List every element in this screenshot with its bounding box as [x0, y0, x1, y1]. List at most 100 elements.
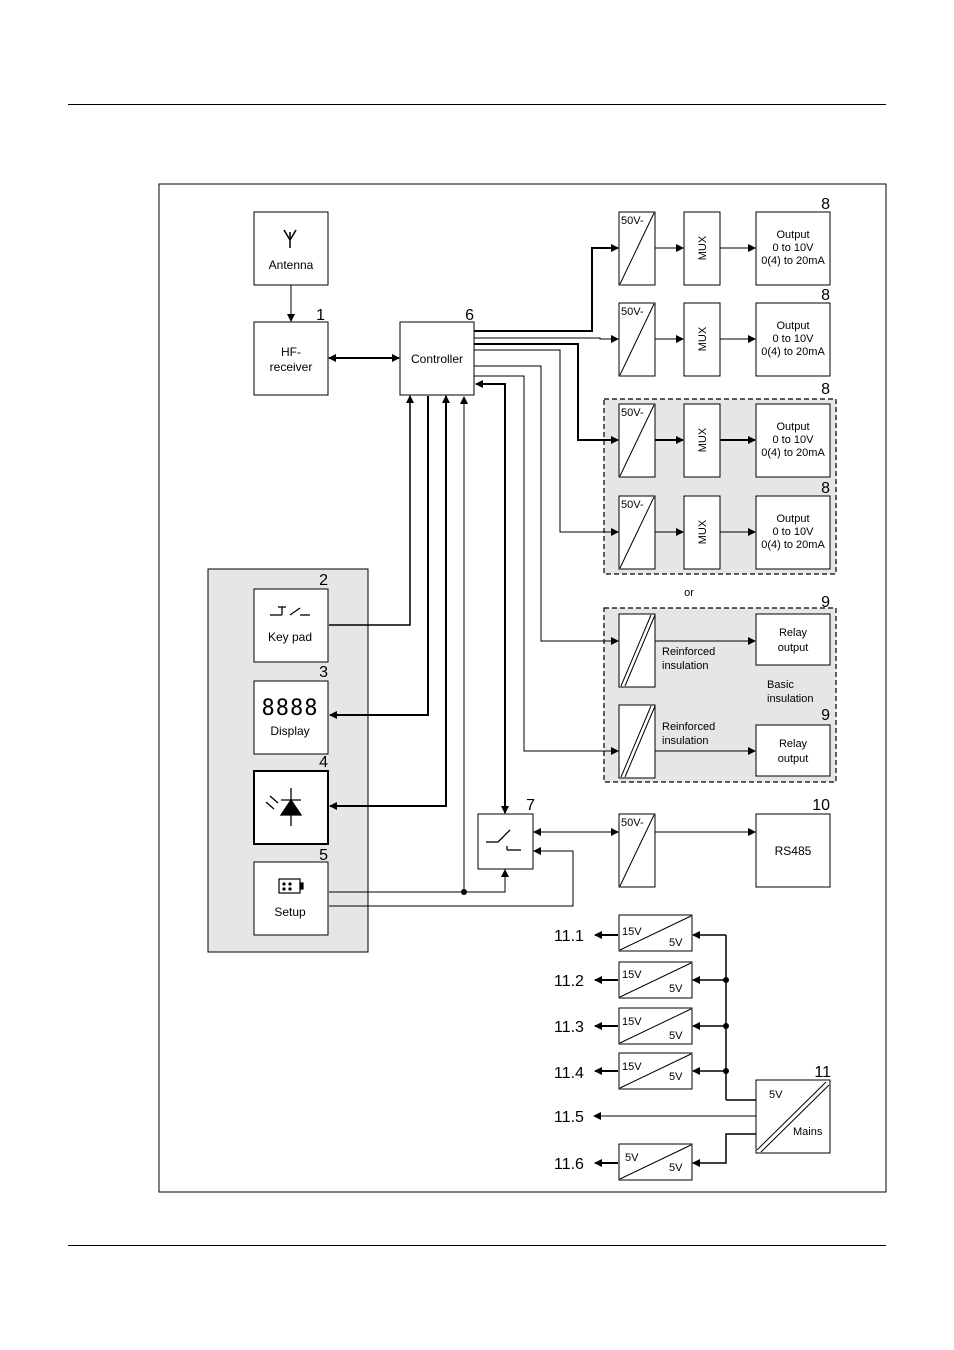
- mains-voltage-label: 5V: [769, 1089, 783, 1101]
- output-label-2: 0 to 10V: [773, 242, 815, 254]
- infrared-interface-block: 4: [253, 754, 329, 845]
- supply-11-2: 15V 5V 11.2: [554, 961, 693, 999]
- controller-label: Controller: [411, 352, 463, 366]
- converter-label: 50V-: [621, 407, 644, 419]
- antenna-block: Antenna: [253, 211, 329, 286]
- number-9: 9: [821, 594, 830, 611]
- voltage-out-label: 5V: [669, 1071, 683, 1083]
- keypad-icon: [270, 606, 310, 616]
- number-11-4: 11.4: [554, 1065, 584, 1082]
- output-label-2: 0 to 10V: [773, 333, 815, 345]
- power-supply-section: 15V 5V 11.1 15V 5V 11.2 15V 5V 11.3 15V …: [554, 914, 831, 1181]
- controller-output-wiring: [474, 244, 619, 755]
- mux-label: MUX: [697, 235, 709, 260]
- setup-label: Setup: [274, 905, 306, 919]
- number-8: 8: [821, 381, 830, 398]
- number-3: 3: [319, 664, 328, 681]
- output-label-2: 0 to 10V: [773, 526, 815, 538]
- supply-11-6: 5V 5V 11.6: [554, 1143, 693, 1181]
- interface-switch-block: 7: [477, 797, 535, 870]
- number-10: 10: [812, 797, 830, 814]
- basic-insulation-label-2: insulation: [767, 693, 813, 705]
- number-8: 8: [821, 480, 830, 497]
- voltage-out-label: 5V: [669, 983, 683, 995]
- voltage-in-label: 15V: [622, 1016, 642, 1028]
- reinforced-label-1: Reinforced: [662, 721, 715, 733]
- voltage-in-label: 15V: [622, 926, 642, 938]
- number-2: 2: [319, 572, 328, 589]
- voltage-in-label: 15V: [622, 969, 642, 981]
- output-channel-2: 50V- MUX Output 0 to 10V 0(4) to 20mA 8: [618, 287, 831, 377]
- mains-supply-block: 5V Mains 11: [755, 1064, 831, 1154]
- voltage-out-label: 5V: [669, 1030, 683, 1042]
- supply-11-4: 15V 5V 11.4: [554, 1052, 693, 1090]
- header-rule: [68, 104, 886, 105]
- number-9: 9: [821, 707, 830, 724]
- hf-receiver-label-1: HF-: [281, 345, 301, 359]
- voltage-in-label: 15V: [622, 1061, 642, 1073]
- number-6: 6: [465, 307, 474, 324]
- mux-label: MUX: [697, 326, 709, 351]
- junction-dot: [723, 977, 729, 983]
- basic-insulation-label-1: Basic: [767, 679, 794, 691]
- number-11-5: 11.5: [554, 1109, 584, 1126]
- output-label-1: Output: [776, 421, 809, 433]
- number-11-3: 11.3: [554, 1019, 584, 1036]
- output-channel-3: 50V- MUX Output 0 to 10V 0(4) to 20mA 8: [618, 381, 831, 478]
- voltage-out-label: 5V: [669, 1162, 683, 1174]
- converter-label: 50V-: [621, 499, 644, 511]
- mux-label: MUX: [697, 519, 709, 544]
- number-11-1: 11.1: [554, 928, 584, 945]
- controller-block: Controller 6: [399, 307, 475, 396]
- output-label-1: Output: [776, 513, 809, 525]
- relay-channel-2: Reinforced insulation Relay output 9: [618, 704, 831, 779]
- seven-segment-icon: 8888: [262, 696, 319, 721]
- number-4: 4: [319, 754, 328, 771]
- number-11: 11: [814, 1064, 831, 1081]
- number-11-6: 11.6: [554, 1156, 584, 1173]
- number-1: 1: [316, 307, 325, 324]
- junction-dot: [461, 889, 467, 895]
- mains-label: Mains: [793, 1126, 823, 1138]
- number-11-2: 11.2: [554, 973, 584, 990]
- converter-label: 50V-: [621, 215, 644, 227]
- converter-label: 50V-: [621, 306, 644, 318]
- keypad-block: Key pad 2: [253, 572, 329, 663]
- relay-label-1: Relay: [779, 627, 808, 639]
- output-channel-1: 50V- MUX Output 0 to 10V 0(4) to 20mA 8: [618, 196, 831, 286]
- relay-channel-1: Reinforced insulation Relay output 9: [618, 594, 831, 688]
- rs485-channel: 50V- RS485 10: [618, 797, 831, 888]
- footer-rule: [68, 1245, 886, 1246]
- output-label-3: 0(4) to 20mA: [761, 255, 825, 267]
- or-label: or: [684, 587, 694, 599]
- keypad-label: Key pad: [268, 630, 312, 644]
- controller-panel-wiring: [329, 380, 574, 907]
- output-label-1: Output: [776, 320, 809, 332]
- voltage-in-label: 5V: [625, 1152, 639, 1164]
- number-7: 7: [526, 797, 535, 814]
- reinforced-label-1: Reinforced: [662, 646, 715, 658]
- display-label: Display: [270, 724, 309, 738]
- switch-icon: [486, 829, 521, 851]
- hf-receiver-block: HF- receiver 1: [253, 307, 329, 396]
- setup-connector-icon: [278, 878, 304, 894]
- antenna-icon: [283, 229, 297, 248]
- relay-label-1: Relay: [779, 738, 808, 750]
- diagram-frame: [158, 183, 887, 1193]
- output-channel-4: 50V- MUX Output 0 to 10V 0(4) to 20mA 8: [618, 480, 831, 570]
- output-label-2: 0 to 10V: [773, 434, 815, 446]
- mux-label: MUX: [697, 427, 709, 452]
- rs485-label: RS485: [775, 844, 812, 858]
- number-5: 5: [319, 847, 328, 864]
- relay-label-2: output: [778, 642, 809, 654]
- photodiode-icon: [265, 788, 303, 826]
- antenna-label: Antenna: [269, 258, 314, 272]
- number-8: 8: [821, 287, 830, 304]
- junction-dot: [723, 1068, 729, 1074]
- output-label-1: Output: [776, 229, 809, 241]
- reinforced-label-2: insulation: [662, 735, 708, 747]
- junction-dot: [723, 1023, 729, 1029]
- number-8: 8: [821, 196, 830, 213]
- output-label-3: 0(4) to 20mA: [761, 539, 825, 551]
- output-label-3: 0(4) to 20mA: [761, 447, 825, 459]
